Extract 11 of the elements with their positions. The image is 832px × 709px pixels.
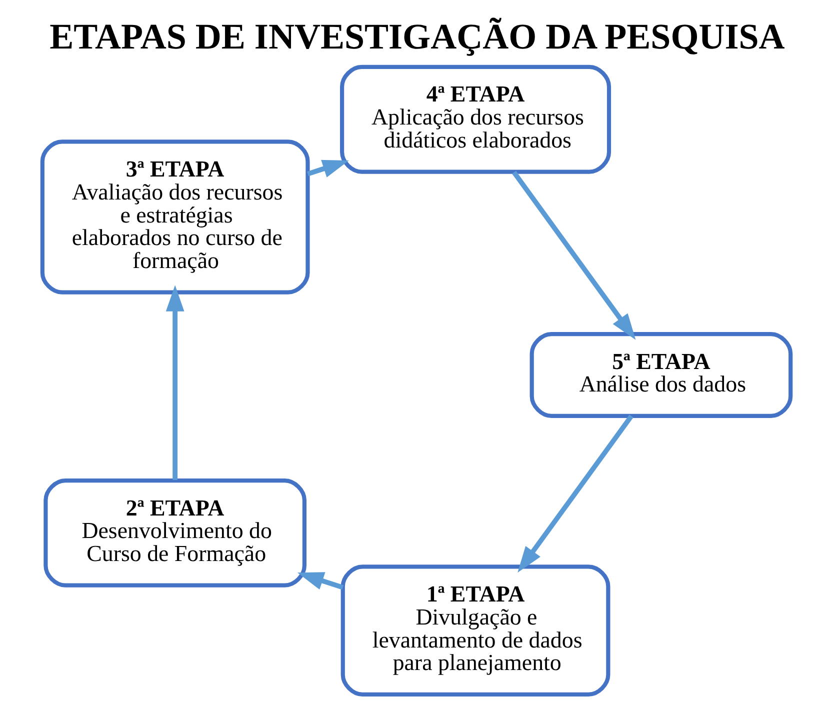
node-box: 4ª ETAPA Aplicação dos recursos didáticos elaborados [340, 64, 611, 174]
node-box: 5ª ETAPA Análise dos dados [529, 332, 792, 418]
arrow [517, 414, 633, 573]
node-box: 3ª ETAPA Avaliação dos recursos e estratégias elaborados no curso de formação [40, 140, 310, 294]
arrow [306, 160, 348, 178]
arrow [165, 285, 184, 480]
node-box: 2ª ETAPA Desenvolvimento do Curso de Formação [43, 478, 306, 588]
arrow [296, 572, 344, 590]
diagram-title: ETAPAS DE INVESTIGAÇÃO DA PESQUISA [49, 16, 784, 56]
arrow [512, 170, 636, 340]
node-box: 1ª ETAPA Divulgação e levantamento de dados para planejamento [340, 564, 610, 696]
